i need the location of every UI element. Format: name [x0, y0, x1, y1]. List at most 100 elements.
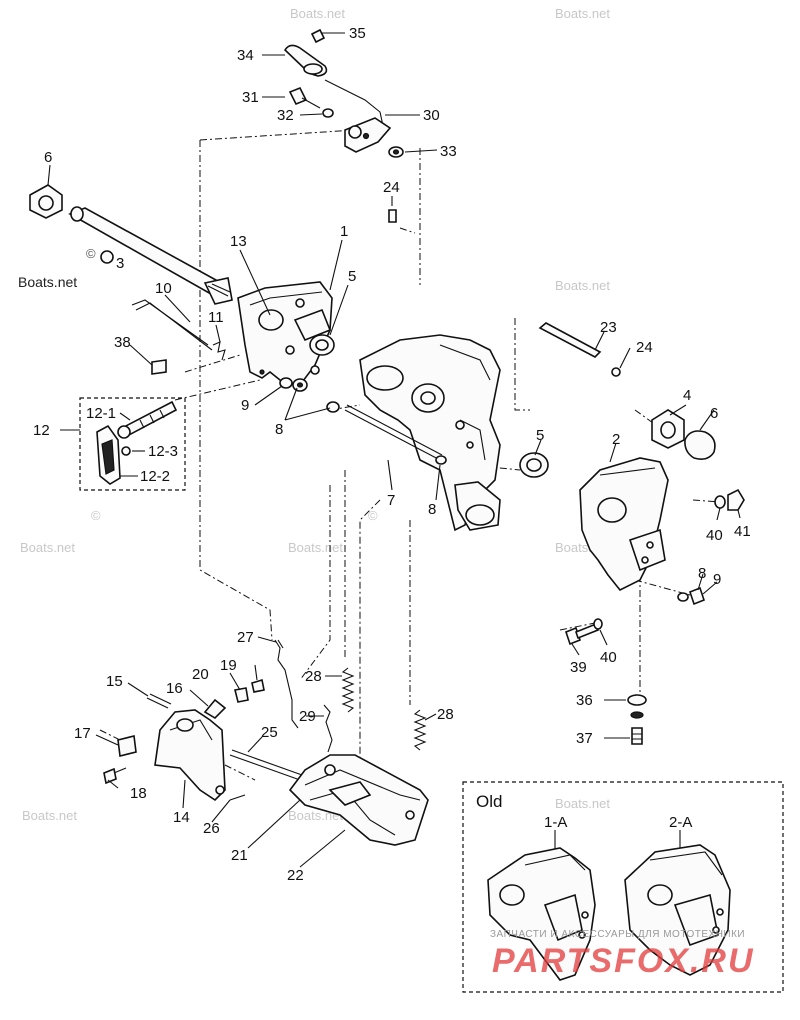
label-21: 21 — [231, 847, 248, 864]
part-6-nut-left — [29, 184, 63, 219]
part-8-washer-right — [677, 592, 689, 602]
label-27: 27 — [237, 629, 254, 646]
part-14-reverse-lock-bracket — [154, 709, 226, 802]
part-7-swivel-housing — [359, 334, 501, 532]
label-2: 2 — [612, 431, 620, 448]
part-28-spring-right — [413, 709, 427, 751]
part-34-handle-grip — [283, 44, 328, 77]
label-15: 15 — [106, 673, 123, 690]
label-18: 18 — [130, 785, 147, 802]
label-6-right: 6 — [710, 405, 718, 422]
watermark-text: Boats.net — [555, 278, 610, 293]
label-14: 14 — [173, 809, 190, 826]
part-8-washer-mid — [326, 401, 340, 413]
part-37-screw — [631, 727, 643, 745]
part-30-tilt-lever — [324, 79, 392, 153]
boats-net-copyright: © — [86, 246, 96, 261]
watermark-text: Boats.net — [20, 540, 75, 555]
part-23-pin-rod — [538, 322, 602, 358]
label-17: 17 — [74, 725, 91, 742]
label-2a: 2-A — [669, 814, 692, 831]
label-38: 38 — [114, 334, 131, 351]
part-6-cap-right — [684, 430, 716, 460]
part-39-bolt — [565, 622, 599, 646]
part-11-spring — [212, 341, 226, 361]
part-27-hook-rod — [274, 639, 299, 729]
part-10-rod — [131, 299, 213, 351]
part-31-bolt — [288, 86, 321, 109]
label-35: 35 — [349, 25, 366, 42]
part-22-tilt-lock-frame — [288, 754, 429, 846]
label-3: 3 — [116, 255, 124, 272]
part-8-washer-left — [292, 378, 308, 392]
label-7: 7 — [387, 492, 395, 509]
label-24-top: 24 — [383, 179, 400, 196]
part-12-group-box — [79, 397, 186, 491]
label-41: 41 — [734, 523, 751, 540]
label-25: 25 — [261, 724, 278, 741]
watermark-text: Boats.net — [555, 796, 610, 811]
label-11: 11 — [208, 309, 224, 326]
watermark-text: Boats.net — [555, 6, 610, 21]
label-39: 39 — [570, 659, 587, 676]
part-40-washer-bottom — [593, 618, 603, 630]
part-16-pin — [203, 698, 227, 720]
part-29-link — [323, 704, 333, 753]
watermark-text: Boats.net — [290, 6, 345, 21]
part-20-bolt — [234, 687, 249, 703]
label-20: 20 — [192, 666, 209, 683]
part-1a-old-clamp-bracket — [487, 847, 596, 981]
part-38-pad — [151, 359, 167, 375]
label-4: 4 — [683, 387, 691, 404]
label-1a: 1-A — [544, 814, 567, 831]
watermark-copyright: © — [368, 508, 378, 523]
label-19: 19 — [220, 657, 237, 674]
part-15-rod — [146, 693, 172, 709]
label-5-right: 5 — [536, 427, 544, 444]
label-31: 31 — [242, 89, 259, 106]
label-13: 13 — [230, 233, 247, 250]
part-33-washer — [388, 146, 404, 158]
part-number-labels: 35 34 31 32 30 33 24 6 3 13 1 5 10 11 38… — [33, 25, 751, 884]
label-26: 26 — [203, 820, 220, 837]
part-12-1-screw — [117, 400, 178, 439]
part-24-screw-right — [611, 367, 621, 377]
label-12-2: 12-2 — [140, 468, 170, 485]
label-6-left: 6 — [44, 149, 52, 166]
watermark-copyright: © — [91, 508, 101, 523]
part-8-long-rod — [344, 404, 447, 465]
part-41-nut-right — [727, 488, 745, 511]
part-9-washer-left — [279, 377, 293, 389]
part-28-spring-left — [341, 667, 355, 713]
label-10: 10 — [155, 280, 172, 297]
part-35-pin — [310, 28, 326, 44]
label-12-3: 12-3 — [148, 443, 178, 460]
part-24-screw-top — [388, 209, 397, 223]
part-19-nut — [251, 678, 265, 693]
part-36-pad — [627, 694, 647, 719]
part-12-3-pin — [121, 446, 131, 456]
label-23: 23 — [600, 319, 617, 336]
label-36: 36 — [576, 692, 593, 709]
part-12-2-handle — [96, 424, 121, 485]
label-1: 1 — [340, 223, 348, 240]
part-26-pin — [229, 794, 246, 801]
label-28-left: 28 — [305, 668, 322, 685]
label-16: 16 — [166, 680, 183, 697]
label-37: 37 — [576, 730, 593, 747]
part-2-clamp-bracket-right — [579, 457, 669, 592]
label-30: 30 — [423, 107, 440, 124]
label-22: 22 — [287, 867, 304, 884]
part-5-bushing-left — [309, 334, 335, 356]
part-32-washer — [322, 108, 334, 118]
label-5-left: 5 — [348, 268, 356, 285]
old-parts-inset: Old 1-A 2-A — [462, 781, 784, 993]
inset-title: Old — [476, 792, 502, 811]
label-9-left: 9 — [241, 397, 249, 414]
label-8-center: 8 — [428, 501, 436, 518]
part-2a-old-clamp-bracket — [624, 844, 731, 976]
part-3-washer — [100, 250, 114, 264]
part-40-washer-right — [714, 495, 726, 509]
part-18-bolt — [103, 767, 127, 785]
